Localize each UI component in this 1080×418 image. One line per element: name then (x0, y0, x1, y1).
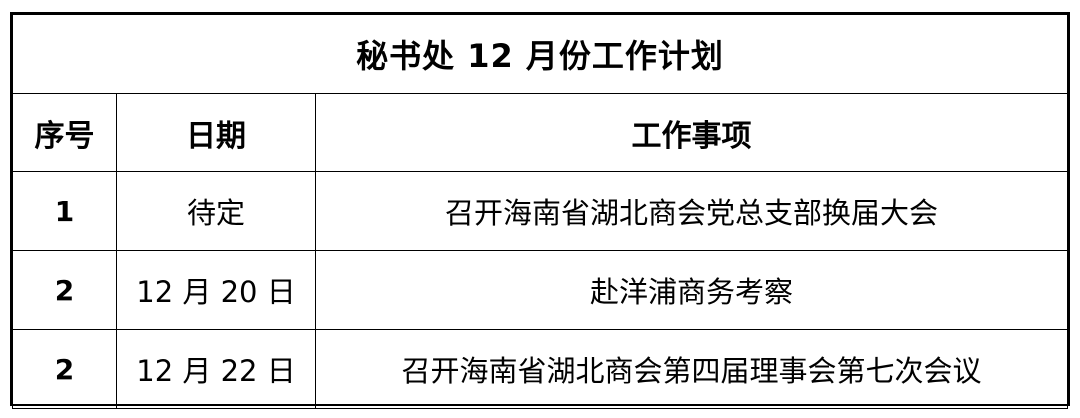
header-date: 日期 (116, 93, 316, 172)
header-index: 序号 (12, 93, 117, 172)
header-task: 工作事项 (315, 93, 1068, 172)
row-index: 2 (12, 329, 117, 409)
table-row: 2 12 月 20 日 赴洋浦商务考察 (12, 250, 1068, 330)
table-header-row: 序号 日期 工作事项 (12, 93, 1068, 172)
table-row: 1 待定 召开海南省湖北商会党总支部换届大会 (12, 171, 1068, 251)
row-date: 12 月 20 日 (116, 250, 316, 330)
table-title-row: 秘书处 12 月份工作计划 (12, 14, 1068, 94)
row-date: 待定 (116, 171, 316, 251)
table-row: 2 12 月 22 日 召开海南省湖北商会第四届理事会第七次会议 (12, 329, 1068, 409)
row-date: 12 月 22 日 (116, 329, 316, 409)
table-title: 秘书处 12 月份工作计划 (12, 14, 1068, 94)
row-index: 2 (12, 250, 117, 330)
row-index: 1 (12, 171, 117, 251)
row-task: 召开海南省湖北商会第四届理事会第七次会议 (315, 329, 1068, 409)
work-plan-table: 秘书处 12 月份工作计划 序号 日期 工作事项 1 待定 召开海南省湖北商会党… (12, 14, 1068, 409)
work-plan-document: 秘书处 12 月份工作计划 序号 日期 工作事项 1 待定 召开海南省湖北商会党… (10, 12, 1070, 409)
row-task: 召开海南省湖北商会党总支部换届大会 (315, 171, 1068, 251)
row-task: 赴洋浦商务考察 (315, 250, 1068, 330)
